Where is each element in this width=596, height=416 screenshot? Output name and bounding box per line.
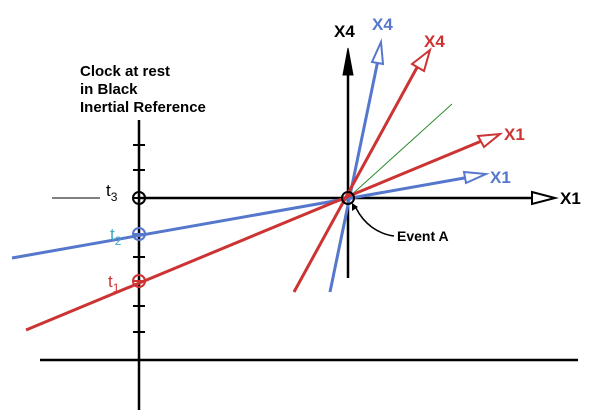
t2-label: t2 — [110, 225, 122, 248]
blue-x4-label: X4 — [372, 15, 393, 34]
red-x4-axis — [292, 61, 422, 293]
red-x4-arrowhead — [410, 47, 432, 73]
event-a-label: Event A — [397, 228, 449, 244]
blue-x4-arrowhead — [370, 38, 385, 66]
clock-tick-t2 — [132, 227, 146, 241]
black-x4-arrowhead — [342, 47, 354, 76]
red-x1-axis — [25, 138, 485, 332]
light-cone-line — [347, 103, 453, 199]
t1-label: t1 — [108, 272, 120, 295]
clock-tick-t1 — [132, 274, 146, 288]
clock-description-line-3: Inertial Reference — [80, 99, 206, 116]
clock-description-line-2: in Black — [80, 81, 138, 98]
red-x1-arrowhead — [476, 132, 504, 149]
clock-tick-t3 — [132, 191, 146, 205]
red-x4-label: X4 — [424, 32, 445, 51]
event-a-pointer — [355, 207, 395, 237]
black-x1-arrowhead — [531, 190, 559, 206]
black-x4-label: X4 — [334, 22, 355, 41]
blue-x4-axis — [328, 59, 380, 293]
clock-description-line-1: Clock at rest — [80, 63, 170, 80]
blue-x1-axis — [11, 175, 471, 260]
t3-label: t3 — [106, 181, 118, 204]
black-x1-label: X1 — [560, 189, 581, 208]
blue-x1-arrowhead — [462, 170, 490, 185]
blue-x1-label: X1 — [490, 168, 511, 187]
event-a-pointer-head — [352, 203, 358, 211]
event-a-marker — [341, 191, 355, 205]
red-x1-label: X1 — [504, 125, 525, 144]
clock-tick-marks — [133, 144, 145, 333]
